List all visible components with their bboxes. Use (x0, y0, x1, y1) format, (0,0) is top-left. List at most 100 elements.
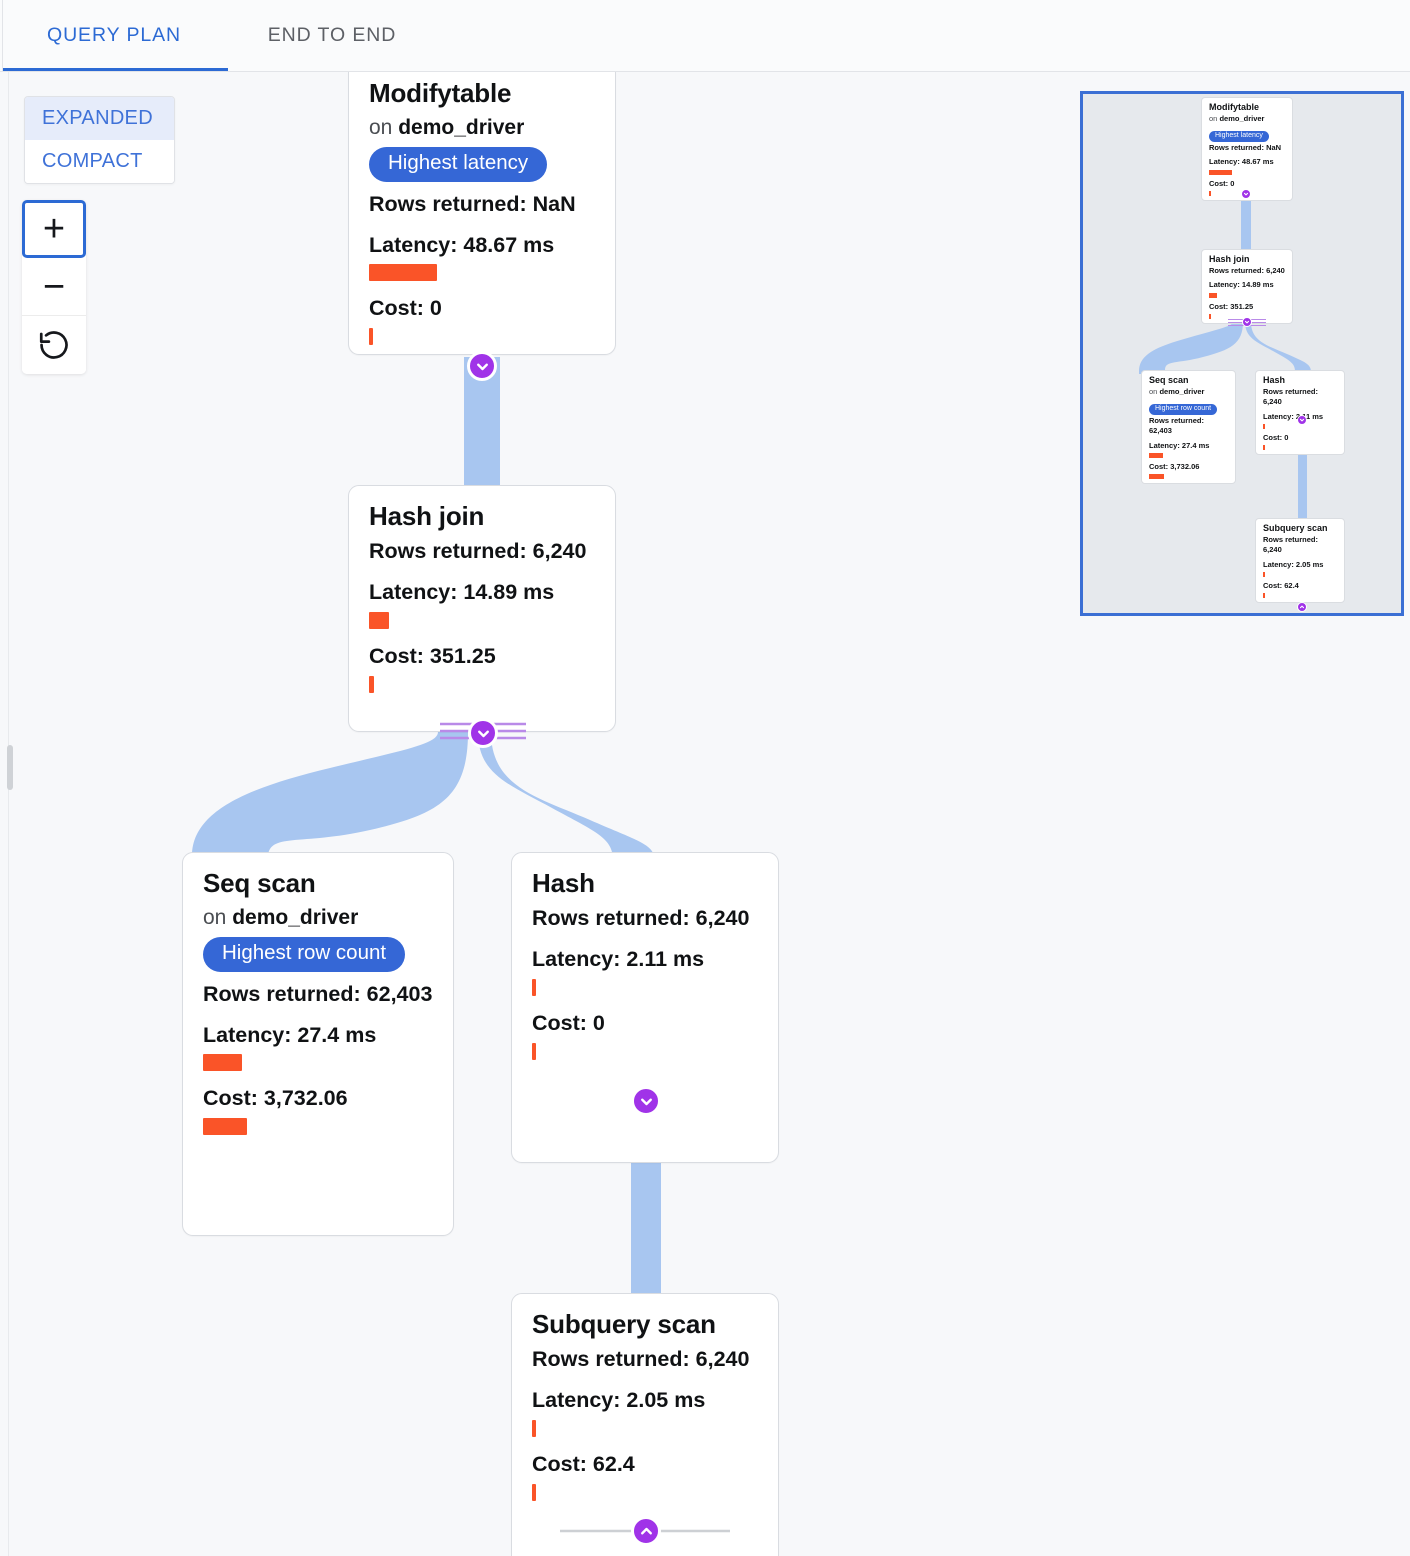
minimap[interactable]: Modifytable on demo_driver Highest laten… (1080, 91, 1404, 616)
collapse-handle-hash-join[interactable] (468, 718, 498, 748)
chevron-down-icon (476, 363, 488, 370)
minimap-collapse-handle-hash[interactable] (1297, 415, 1307, 425)
minimap-node-title: Subquery scan (1263, 523, 1328, 533)
node-badge: Highest row count (203, 937, 406, 972)
zoom-out-button[interactable]: − (22, 258, 86, 316)
node-cost: Cost: 62.4 (532, 1451, 635, 1476)
minimap-node-cost: Cost: 0 (1209, 178, 1235, 188)
edge-hashjoin-seqscan (192, 732, 468, 862)
chevron-down-icon (1243, 192, 1249, 196)
node-table-name: demo_driver (398, 115, 525, 139)
minimap-node-cost: Cost: 351.25 (1209, 301, 1254, 311)
node-title: Hash (532, 868, 595, 898)
node-latency: Latency: 2.11 ms (532, 946, 705, 971)
zoom-controls[interactable]: + − (22, 200, 86, 374)
tab-bar: QUERY PLAN END TO END (0, 0, 1410, 72)
layout-option-expanded[interactable]: EXPANDED (25, 97, 174, 140)
minimap-node-title: Hash join (1209, 254, 1250, 264)
minimap-node-rows-returned: Rows returned: 62,403 (1149, 416, 1205, 436)
minimap-collapse-handle-hash-join[interactable] (1242, 317, 1252, 327)
minimap-node-cost: Cost: 3,732.06 (1149, 461, 1200, 471)
chevron-up-icon (1299, 605, 1305, 609)
node-cost: Cost: 3,732.06 (203, 1086, 348, 1111)
node-cost: Cost: 0 (369, 296, 442, 321)
node-rows-returned: Rows returned: 6,240 (532, 1346, 750, 1371)
plan-node-hash[interactable]: Hash Rows returned: 6,240 Latency: 2.11 … (511, 852, 779, 1163)
collapse-handle-modifytable[interactable] (467, 351, 497, 381)
minimap-node-badge: Highest row count (1149, 404, 1218, 416)
plan-node-seq-scan[interactable]: Seq scan on demo_driver Highest row coun… (182, 852, 454, 1236)
collapse-handle-subquery-scan[interactable] (631, 1516, 661, 1546)
mini-edge-hash-subqueryscan (1298, 418, 1307, 518)
plan-node-modifytable[interactable]: Modifytable on demo_driver Highest laten… (348, 72, 616, 355)
minimap-node-modifytable[interactable]: Modifytable on demo_driver Highest laten… (1201, 97, 1293, 201)
minus-icon: − (42, 265, 66, 308)
node-latency-bar (532, 978, 536, 996)
chevron-down-icon (477, 730, 489, 737)
minimap-node-table-line: on demo_driver (1149, 387, 1229, 397)
layout-option-compact[interactable]: COMPACT (25, 140, 174, 183)
on-prefix: on (1149, 387, 1158, 397)
node-latency-bar (369, 264, 437, 282)
minimap-node-rows-returned: Rows returned: 6,240 (1263, 387, 1319, 407)
minimap-node-latency-bar (1209, 169, 1233, 175)
panel-resize-handle[interactable] (7, 745, 13, 790)
layout-option-expanded-label: EXPANDED (42, 107, 153, 129)
minimap-edge-layer (1139, 192, 1311, 518)
minimap-collapse-handle-modifytable[interactable] (1241, 189, 1251, 199)
node-table-name: demo_driver (232, 905, 359, 929)
tab-active-indicator (3, 67, 228, 71)
minimap-node-subquery-scan[interactable]: Subquery scan Rows returned: 6,240 Laten… (1255, 518, 1345, 603)
minimap-node-cost-bar (1209, 313, 1211, 319)
node-table-line: on demo_driver (369, 115, 595, 140)
minimap-node-cost-bar (1263, 444, 1265, 450)
node-cost-bar (369, 675, 375, 693)
minimap-node-title: Hash (1263, 375, 1286, 385)
collapse-handle-hash[interactable] (631, 1086, 661, 1116)
node-latency-bar (203, 1054, 243, 1072)
minimap-node-hash[interactable]: Hash Rows returned: 6,240 Latency: 2.11 … (1255, 370, 1345, 455)
node-latency: Latency: 14.89 ms (369, 579, 555, 604)
plan-node-hash-join[interactable]: Hash join Rows returned: 6,240 Latency: … (348, 485, 616, 732)
node-title: Subquery scan (532, 1309, 716, 1339)
tab-query-plan[interactable]: QUERY PLAN (0, 0, 228, 71)
node-latency: Latency: 27.4 ms (203, 1022, 377, 1047)
on-prefix: on (1209, 114, 1218, 124)
minimap-node-table-line: on demo_driver (1209, 114, 1286, 124)
minimap-node-cost: Cost: 0 (1263, 432, 1289, 442)
minimap-node-badge: Highest latency (1209, 131, 1269, 143)
tab-end-to-end[interactable]: END TO END (228, 0, 436, 71)
tab-query-plan-label: QUERY PLAN (47, 24, 181, 46)
node-badge: Highest latency (369, 147, 548, 182)
minimap-node-cost-bar (1149, 473, 1165, 479)
node-cost-bar (369, 328, 373, 346)
minimap-node-rows-returned: Rows returned: 6,240 (1263, 535, 1319, 555)
node-latency-bar (369, 611, 390, 629)
minimap-node-latency: Latency: 48.67 ms (1209, 157, 1274, 167)
layout-mode-toggle[interactable]: EXPANDED COMPACT (24, 96, 175, 184)
node-title: Modifytable (369, 78, 512, 108)
zoom-reset-button[interactable] (22, 316, 86, 374)
canvas-left-rule (8, 72, 9, 1556)
node-cost: Cost: 0 (532, 1010, 605, 1035)
node-table-line: on demo_driver (203, 905, 433, 930)
node-rows-returned: Rows returned: 6,240 (532, 905, 750, 930)
minimap-node-latency-bar (1149, 452, 1163, 458)
node-rows-returned: Rows returned: 6,240 (369, 538, 587, 563)
node-latency-bar (532, 1419, 536, 1437)
minimap-node-latency: Latency: 14.89 ms (1209, 280, 1274, 290)
plus-icon: + (42, 208, 66, 250)
minimap-collapse-handle-subquery-scan[interactable] (1297, 602, 1307, 612)
node-cost-bar (532, 1483, 536, 1501)
zoom-in-button[interactable]: + (22, 200, 86, 258)
minimap-node-hash-join[interactable]: Hash join Rows returned: 6,240 Latency: … (1201, 249, 1293, 324)
minimap-node-title: Seq scan (1149, 375, 1189, 385)
minimap-node-seq-scan[interactable]: Seq scan on demo_driver Highest row coun… (1141, 370, 1236, 484)
mini-edge-hashjoin-seqscan (1139, 322, 1243, 374)
mini-edge-modifytable-hashjoin (1241, 192, 1251, 252)
chevron-down-icon (1244, 320, 1250, 324)
minimap-node-title: Modifytable (1209, 102, 1260, 112)
on-prefix: on (203, 905, 227, 929)
minimap-node-latency-bar (1263, 423, 1265, 429)
minimap-node-cost: Cost: 62.4 (1263, 580, 1299, 590)
